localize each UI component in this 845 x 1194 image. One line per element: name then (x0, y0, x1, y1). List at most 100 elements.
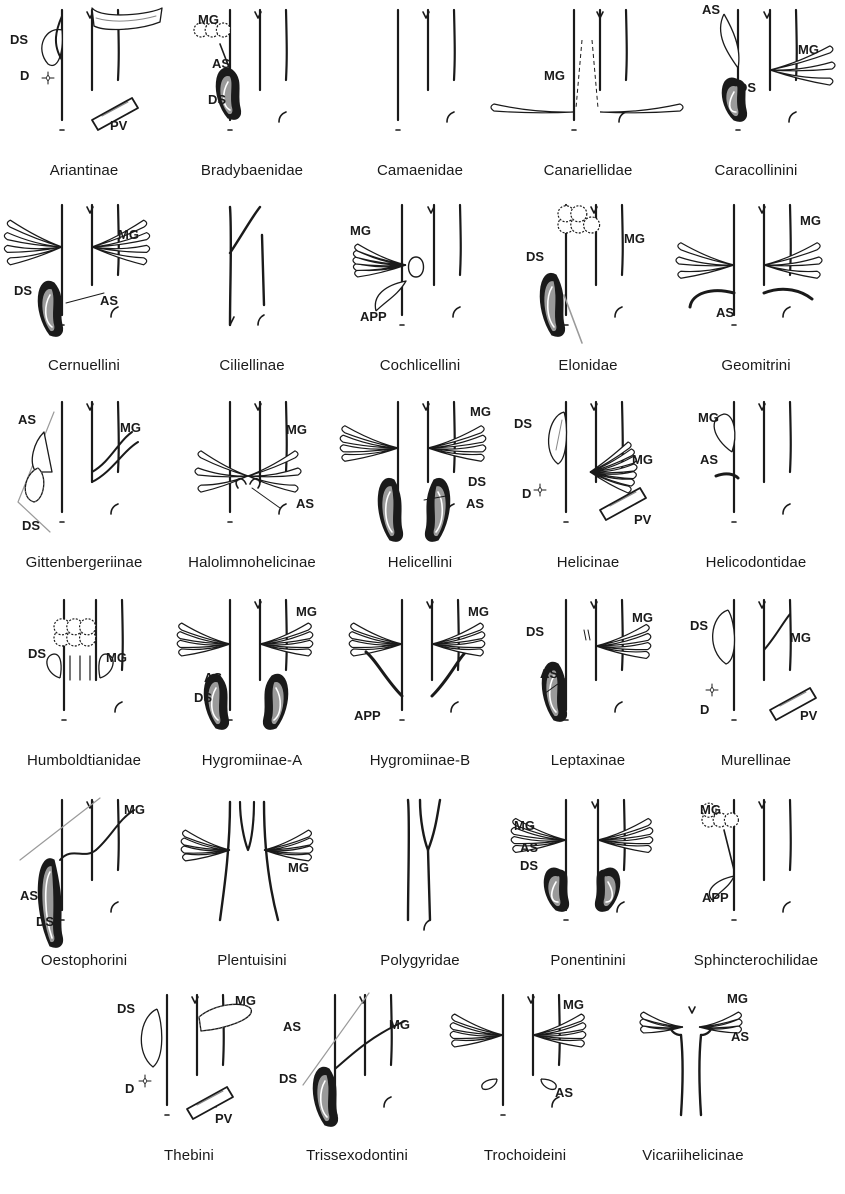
duct-line (447, 112, 454, 122)
organ-outline (538, 487, 542, 493)
schematic-drawing (194, 10, 287, 130)
duct-line (111, 504, 118, 514)
organ-abbreviation-label: AS (20, 888, 38, 903)
duct-line (615, 702, 622, 712)
duct-line (783, 504, 790, 514)
organ-abbreviation-label: DS (690, 618, 708, 633)
duct-line (619, 112, 626, 122)
gland-lobe (724, 813, 738, 827)
panel-caption: Oestophorini (41, 952, 127, 969)
duct-line (424, 920, 430, 930)
duct-line (428, 850, 430, 920)
diagram-panel: ASMGDSGittenbergeriinae (0, 392, 168, 592)
organ-abbreviation-label: MG (798, 42, 819, 57)
duct-line (279, 504, 286, 514)
diagram-panel: MGASGeomitrini (672, 195, 840, 395)
duct-line (624, 800, 625, 870)
duct-line (790, 800, 791, 870)
organ-abbreviation-label: MG (790, 630, 811, 645)
genitalia-schematic: MGASDS (504, 790, 672, 940)
schematic-drawing (303, 993, 405, 1126)
schematic-drawing (139, 995, 251, 1119)
organ-abbreviation-label: PV (800, 708, 818, 723)
duct-line (286, 10, 287, 80)
organ-abbreviation-label: MG (727, 991, 748, 1006)
duct-line (432, 654, 464, 696)
organ-abbreviation-label: DS (10, 32, 28, 47)
organ-abbreviation-label: APP (360, 309, 387, 324)
panel-caption: Sphincterochilidae (694, 952, 818, 969)
organ-outline (141, 1009, 161, 1067)
genitalia-schematic: MGDSAS (336, 392, 504, 542)
panel-caption: Helicinae (557, 554, 620, 571)
organ-abbreviation-label: AS (555, 1085, 573, 1100)
genitalia-schematic: MG (504, 0, 672, 150)
schematic-drawing (408, 800, 440, 930)
organ-abbreviation-label: AS (716, 305, 734, 320)
organ-abbreviation-label: MG (106, 650, 127, 665)
panel-caption: Helicodontidae (706, 554, 807, 571)
panel-caption: Leptaxinae (551, 752, 625, 769)
duct-line (615, 307, 622, 317)
organ-abbreviation-label: MG (470, 404, 491, 419)
organ-abbreviation-label: AS (731, 1029, 749, 1044)
organ-abbreviation-label: PV (215, 1111, 233, 1126)
genitalia-schematic: MGAPP (336, 590, 504, 740)
panel-caption: Hygromiinae-A (202, 752, 303, 769)
panel-caption: Canariellidae (544, 162, 633, 179)
organ-abbreviation-label: D (125, 1081, 134, 1096)
duct-line (66, 293, 104, 303)
duct-line (453, 307, 460, 317)
panel-caption: Polygyridae (380, 952, 459, 969)
organ-abbreviation-label: MG (120, 420, 141, 435)
organ-abbreviation-label: AS (100, 293, 118, 308)
duct-line (584, 630, 590, 640)
organ-outline (92, 8, 162, 29)
organ-outline (143, 1078, 147, 1084)
organ-abbreviation-label: PV (110, 118, 128, 133)
diagram-panel: DSDPV Ariantinae (0, 0, 168, 200)
organ-abbreviation-label: AS (296, 496, 314, 511)
organ-abbreviation-label: MG (124, 802, 145, 817)
duct-line (559, 995, 560, 1065)
organ-abbreviation-label: D (700, 702, 709, 717)
panel-caption: Ciliellinae (219, 357, 284, 374)
schematic-drawing (4, 205, 149, 336)
duct-line (790, 402, 791, 472)
diagram-panel: MGASDSBradybaenidae (168, 0, 336, 200)
duct-line (724, 830, 734, 870)
genitalia-schematic (336, 0, 504, 150)
duct-line (622, 205, 623, 275)
duct-line (111, 902, 118, 912)
schematic-drawing (721, 10, 835, 130)
genitalia-schematic: DS MG D PV (672, 590, 840, 740)
organ-abbreviation-label: MG (698, 410, 719, 425)
organ-abbreviation-label: MG (198, 12, 219, 27)
duct-line (409, 257, 424, 277)
diagram-panel: DSMGDPVMurellinae (672, 590, 840, 790)
organ-abbreviation-label: AS (466, 496, 484, 511)
duct-line (789, 112, 796, 122)
panel-caption: Vicariihelicinae (642, 1147, 743, 1164)
schematic-drawing (396, 10, 455, 130)
genitalia-schematic: MG AS (609, 985, 777, 1135)
duct-line (420, 800, 440, 850)
organ-abbreviation-label: DS (738, 80, 756, 95)
duct-line (60, 850, 96, 860)
diagram-panel: MGASTrochoideini (441, 985, 609, 1185)
organ-abbreviation-label: MG (624, 231, 645, 246)
panel-caption: Trochoideini (484, 1147, 566, 1164)
panel-caption: Cochlicellini (380, 357, 461, 374)
organ-abbreviation-label: MG (118, 227, 139, 242)
diagram-panel: DSMGDPVThebini (105, 985, 273, 1185)
organ-abbreviation-label: AS (212, 56, 230, 71)
duct-line (764, 614, 790, 650)
panel-caption: Ariantinae (50, 162, 119, 179)
diagram-panel: DSMGDPVHelicinae (504, 392, 672, 592)
genitalia-schematic: MGDSAS (504, 590, 672, 740)
